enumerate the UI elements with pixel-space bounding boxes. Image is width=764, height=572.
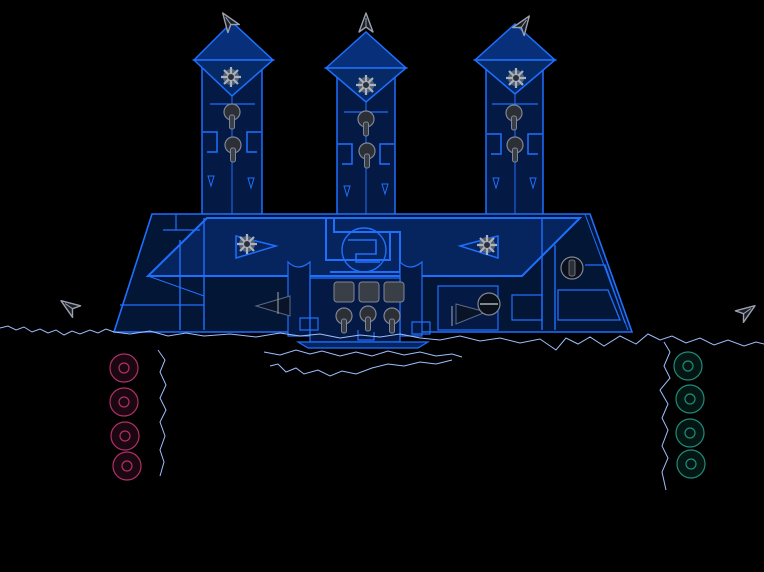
spire-left [192,8,275,219]
arrowhead-icon [734,299,760,324]
left-team-tokens [109,353,142,481]
ring-token-icon[interactable] [675,418,705,448]
arrowhead-icon [56,294,82,319]
ring-token-icon[interactable] [673,351,703,381]
gear-icon [235,232,259,256]
gear-icon [475,233,499,257]
right-team-tokens [673,351,706,479]
ring-token-icon[interactable] [676,449,706,479]
terrain [0,325,764,491]
ring-token-icon[interactable] [110,421,140,451]
gear-icon [219,65,243,89]
arrowhead-icon [358,12,374,33]
ring-token-icon[interactable] [109,353,139,383]
gear-icon [504,66,528,90]
spire-center [323,12,409,223]
gear-icon [354,73,378,97]
ring-token-icon[interactable] [112,451,142,481]
spire-right [472,11,558,219]
fortress-base [112,213,634,349]
ring-token-icon[interactable] [675,384,705,414]
ring-token-icon[interactable] [109,387,139,417]
